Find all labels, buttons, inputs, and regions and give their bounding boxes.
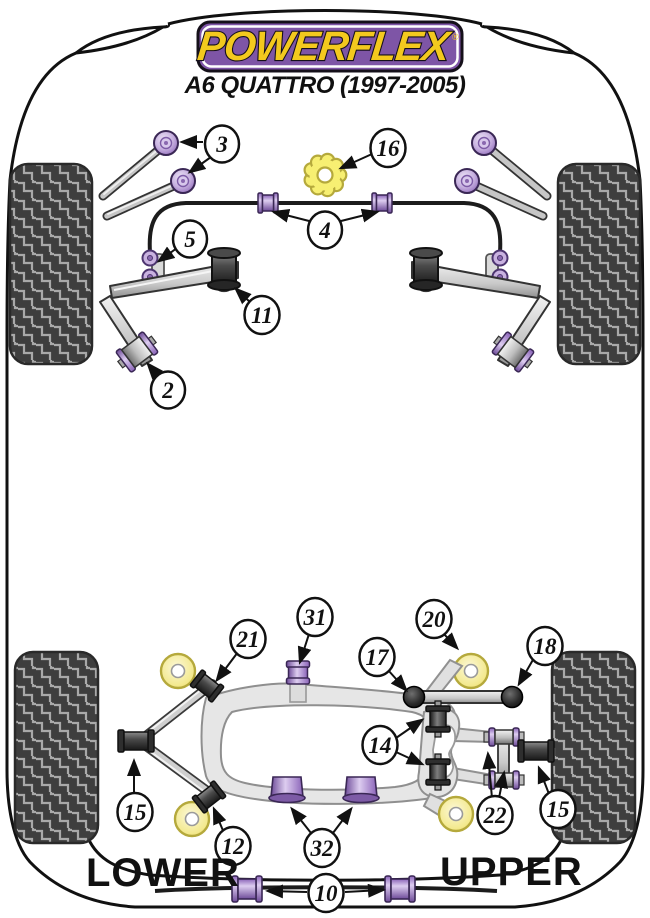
callout-label: 10 (315, 881, 339, 906)
callout-label: 2 (161, 378, 174, 403)
callout-label: 4 (318, 218, 331, 243)
callout-5: 5 (171, 219, 209, 259)
left-fender-leaf (70, 25, 164, 56)
callout-label: 18 (534, 634, 558, 659)
callout-label: 16 (377, 136, 401, 161)
front-upper-arms-right (454, 130, 552, 221)
front-arb-bushing-icon (257, 192, 279, 214)
front-lower-arm-right (409, 247, 541, 299)
callout-label: 17 (366, 645, 391, 670)
upper-arm-bushing-icon (153, 130, 179, 156)
front-diagonal-arm-left (99, 295, 163, 376)
brand-wordmark: POWERFLEX (195, 23, 454, 69)
front-arb-bushing-icon (371, 192, 393, 214)
callout-label: 31 (303, 605, 327, 630)
tire-rear-left (13, 650, 100, 845)
callouts: 3 16 4 5 11 2 (116, 124, 577, 914)
right-a-pillar-jog (479, 22, 488, 29)
callout-12: 12 (214, 825, 252, 867)
callout-20: 20 (415, 598, 453, 640)
callout-3: 3 (203, 124, 241, 164)
powerflex-logo: POWERFLEX ® (194, 20, 464, 73)
car-body-outline (5, 9, 645, 909)
left-a-pillar-jog (162, 22, 171, 29)
subframe-front-bushing-icon (285, 660, 311, 685)
callout-10: 10 (307, 872, 345, 914)
label-lower: LOWER (86, 851, 240, 895)
callout-11: 11 (243, 294, 281, 336)
callout-18: 18 (526, 625, 564, 667)
callout-label: 22 (483, 803, 507, 828)
hub-bushing-icon (425, 753, 451, 791)
callout-label: 5 (184, 227, 196, 252)
front-upper-arms-left (98, 130, 196, 221)
subframe-lower-bushing-icon (342, 776, 380, 804)
rear-wishbone-left (117, 668, 227, 815)
callout-17: 17 (358, 636, 396, 678)
label-upper: UPPER (440, 850, 583, 894)
callout-14: 14 (361, 724, 399, 766)
lower-arm-rear-bushing-icon (207, 247, 241, 293)
roof-top-line (167, 9, 483, 26)
spring-seat-icon (159, 652, 197, 690)
arm-outer-bushing-icon (117, 729, 155, 753)
callout-21: 21 (229, 618, 267, 660)
model-title: A6 QUATTRO (1997-2005) (184, 72, 466, 99)
tire-front-left (8, 162, 94, 366)
callout-label: 15 (124, 800, 147, 825)
callout-22: 22 (476, 794, 514, 836)
lower-arm-rear-bushing-icon (409, 247, 443, 293)
callout-label: 15 (547, 797, 570, 822)
tires (8, 162, 642, 845)
front-diagonal-arm-right (487, 295, 551, 376)
track-rod-ball-icon (402, 685, 426, 709)
steering-rack-mount-icon (303, 152, 348, 198)
callout-4: 4 (306, 210, 344, 250)
callout-bubbles: 3 16 4 5 11 2 (116, 124, 577, 914)
callout-31: 31 (296, 596, 334, 638)
rear-track-rod (402, 685, 524, 709)
callout-label: 21 (236, 627, 260, 652)
spring-seat-icon (437, 795, 475, 833)
tire-front-right (556, 162, 642, 366)
right-fender-leaf (486, 25, 580, 56)
callout-label: 3 (215, 132, 228, 157)
upper-arm-bushing-icon (471, 130, 497, 156)
track-rod-ball-icon (500, 685, 524, 709)
callout-32: 32 (303, 827, 341, 869)
upper-arm-bushing-icon (454, 168, 480, 194)
callout-2: 2 (149, 370, 187, 410)
registered-mark: ® (452, 32, 459, 42)
front-lower-arm-left (109, 247, 241, 299)
callout-15-right: 15 (539, 788, 577, 830)
upper-arm-bushing-icon (170, 168, 196, 194)
callout-16: 16 (369, 127, 407, 169)
front-arb-bar (147, 201, 503, 253)
front-suspension (98, 130, 552, 376)
callout-label: 20 (422, 607, 447, 632)
callout-15-left: 15 (116, 791, 154, 833)
callout-label: 11 (251, 303, 273, 328)
callout-label: 32 (310, 836, 334, 861)
callout-label: 14 (369, 733, 392, 758)
rear-arb-bushing-right (384, 875, 416, 903)
subframe-lower-bushing-icon (268, 776, 306, 804)
hub-bushing-icon (425, 700, 451, 738)
callout-label: 12 (222, 834, 245, 859)
hub-outer-bushing-icon (517, 739, 555, 763)
